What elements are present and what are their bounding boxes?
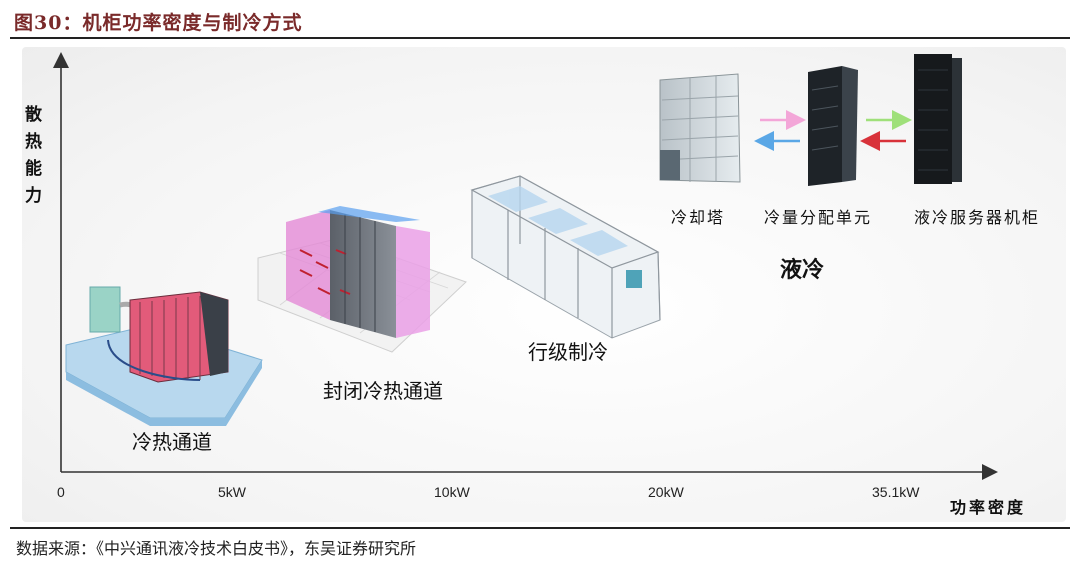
cdu-illustration: [808, 66, 858, 186]
row-level-cooling-illustration: [472, 176, 660, 338]
x-tick-label: 5kW: [218, 484, 246, 500]
cooling-tower-illustration: [660, 74, 740, 182]
hot-cold-aisle-illustration: [66, 287, 262, 426]
component-label-cooling-tower: 冷却塔: [671, 204, 725, 228]
x-axis-label: 功率密度: [950, 494, 1026, 518]
stage-label-liquid-cooling: 液冷: [780, 252, 824, 284]
closed-aisle-illustration: [258, 206, 466, 352]
x-tick-label: 10kW: [434, 484, 470, 500]
y-axis-label: 散热能力: [24, 105, 46, 213]
stage-label-row-cooling: 行级制冷: [528, 336, 608, 365]
source-note: 数据来源：《中兴通讯液冷技术白皮书》，东吴证券研究所: [16, 535, 416, 559]
x-tick-label: 0: [57, 484, 65, 500]
x-tick-label: 35.1kW: [872, 484, 919, 500]
liquid-cooled-server-rack-illustration: [914, 54, 962, 184]
bottom-rule: [10, 527, 1070, 529]
x-tick-label: 20kW: [648, 484, 684, 500]
stage-label-closed-aisle: 封闭冷热通道: [323, 375, 443, 404]
component-label-cdu: 冷量分配单元: [764, 204, 872, 228]
component-label-server-rack: 液冷服务器机柜: [914, 204, 1040, 228]
stage-label-hot-cold-aisle: 冷热通道: [132, 426, 212, 455]
